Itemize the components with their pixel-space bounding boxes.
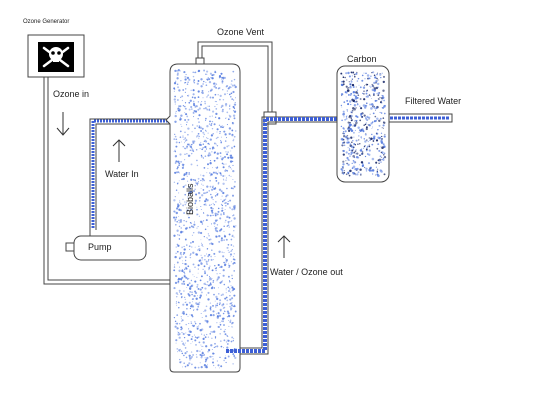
ozone-vent-label: Ozone Vent [217, 27, 265, 37]
filtered-water-pipe [389, 113, 453, 123]
water-ozone-out-label: Water / Ozone out [270, 267, 343, 277]
arrow-up-icon [112, 139, 126, 162]
bioballs-label: Bioballs [185, 183, 195, 215]
ozone-generator [27, 34, 85, 78]
ozone-in-label: Ozone in [53, 89, 90, 99]
water-in-label: Water In [105, 169, 139, 179]
carbon-media [340, 71, 387, 178]
ozone-feed-pipe [43, 77, 170, 285]
carbon-filter [336, 65, 390, 183]
skull-crossbones-icon [42, 46, 70, 68]
water-in-pipe [89, 118, 176, 240]
filtered-water-label: Filtered Water [405, 96, 462, 106]
pump-label: Pump [88, 242, 112, 252]
outlet-pipe [226, 116, 340, 355]
arrow-down-icon [56, 112, 70, 136]
pump [65, 235, 147, 261]
arrow-up-icon [277, 235, 291, 258]
generator-label: Ozone Generator [23, 19, 70, 25]
bioball-tower [165, 63, 241, 373]
carbon-label: Carbon [347, 54, 377, 64]
bioball-media [173, 69, 238, 369]
